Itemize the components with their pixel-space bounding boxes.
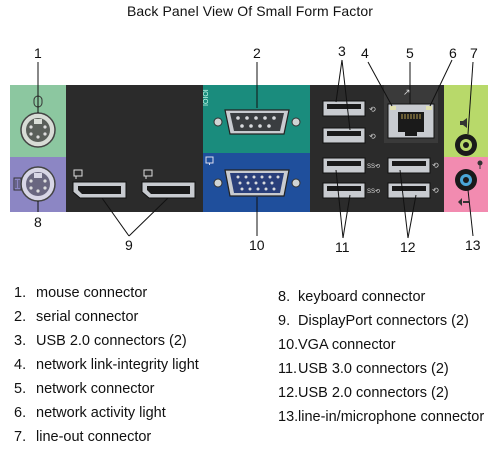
network-link-integrity-light	[390, 106, 396, 110]
legend-number: 3.	[14, 333, 27, 349]
legend-item: 3. USB 2.0 connectors (2)	[14, 331, 199, 355]
line-in-connector	[455, 169, 477, 191]
legend-item: 9. DisplayPort connectors (2)	[278, 311, 484, 335]
usb2-icon-upper-1: ⟲	[369, 105, 376, 114]
legend-number: 10.	[278, 337, 299, 353]
legend-text: line-in/microphone connector	[298, 409, 485, 425]
page-title: Back Panel View Of Small Form Factor	[126, 3, 374, 19]
back-panel-diagram: IOIOI ⟲ ⟲	[10, 43, 488, 255]
legend-item: 8. keyboard connector	[278, 287, 484, 311]
legend-item: 13.line-in/microphone connector	[278, 407, 484, 431]
leader-4	[367, 61, 393, 107]
leader-9a	[101, 197, 130, 237]
legend-item: 7. line-out connector	[14, 427, 199, 451]
keyboard-icon	[13, 177, 22, 191]
legend-number: 13.	[278, 409, 299, 425]
leader-11b	[342, 194, 351, 239]
legend-text: DisplayPort connectors (2)	[298, 313, 469, 329]
usb3-icon-1: SS⟲	[367, 164, 380, 170]
legend-number: 8.	[278, 289, 291, 305]
callout-12: 12	[400, 239, 416, 255]
legend-item: 4. network link-integrity light	[14, 355, 199, 379]
legend-number: 12.	[278, 385, 299, 401]
leader-3b	[341, 59, 351, 131]
legend-text: line-out connector	[36, 429, 152, 445]
legend-text: network link-integrity light	[36, 357, 199, 373]
callout-4: 4	[361, 45, 369, 61]
displayport-connector-2	[141, 181, 196, 199]
vga-connector	[213, 169, 301, 197]
legend-number: 4.	[14, 357, 27, 373]
legend-left: 1. mouse connector 2. serial connector 3. U…	[14, 283, 199, 451]
legend-item: 1. mouse connector	[14, 283, 199, 307]
ps2-keyboard-port	[20, 166, 56, 202]
displayport-icon-1	[73, 169, 83, 179]
ps2-mouse-port	[20, 112, 56, 148]
callout-8: 8	[34, 214, 42, 230]
legend-text: keyboard connector	[298, 289, 426, 305]
legend-number: 11.	[278, 361, 298, 377]
usb3-icon-2: SS⟲	[367, 189, 380, 195]
leader-9b	[128, 197, 169, 237]
legend-item: 10.VGA connector	[278, 335, 484, 359]
microphone-icon	[477, 160, 483, 169]
callout-9: 9	[125, 237, 133, 253]
legend-text: USB 2.0 connectors (2)	[298, 385, 449, 401]
legend-number: 9.	[278, 313, 291, 329]
serial-connector	[213, 109, 301, 135]
leader-7	[467, 61, 474, 135]
usb2-lower-port-2	[387, 182, 431, 199]
line-out-connector	[455, 134, 477, 156]
legend-text: VGA connector	[298, 337, 396, 353]
legend-item: 6. network activity light	[14, 403, 199, 427]
displayport-icon-2	[143, 169, 153, 179]
callout-11: 11	[335, 239, 350, 255]
usb3-port-2	[322, 182, 366, 199]
legend-text: USB 2.0 connectors (2)	[36, 333, 187, 349]
network-activity-light	[426, 106, 432, 110]
leader-6	[429, 59, 453, 107]
legend-text: network activity light	[36, 405, 166, 421]
legend-number: 7.	[14, 429, 27, 445]
usb2-lower-port-1	[387, 157, 431, 174]
leader-3a	[335, 59, 343, 103]
callout-3: 3	[338, 43, 346, 59]
usb3-port-1	[322, 157, 366, 174]
callout-13: 13	[465, 237, 481, 253]
leader-11a	[335, 169, 344, 239]
legend-text: USB 3.0 connectors (2)	[298, 361, 449, 377]
usb2-icon-lower-1: ⟲	[432, 161, 439, 170]
callout-2: 2	[253, 45, 261, 61]
callout-6: 6	[449, 45, 457, 61]
legend-item: 11.USB 3.0 connectors (2)	[278, 359, 484, 383]
usb2-upper-port-2	[322, 127, 366, 144]
leader-13	[467, 189, 474, 237]
legend-number: 6.	[14, 405, 27, 421]
usb2-icon-lower-2: ⟲	[432, 186, 439, 195]
usb2-upper-port-1	[322, 100, 366, 117]
legend-text: mouse connector	[36, 285, 148, 301]
callout-10: 10	[249, 237, 265, 253]
leader-12a	[399, 169, 409, 239]
legend-right: 8. keyboard connector 9. DisplayPort conne…	[278, 287, 484, 431]
legend-number: 1.	[14, 285, 27, 301]
network-icon: ↗	[403, 87, 411, 97]
legend-number: 2.	[14, 309, 27, 325]
vga-icon	[205, 156, 214, 165]
legend-item: 12.USB 2.0 connectors (2)	[278, 383, 484, 407]
legend-number: 5.	[14, 381, 27, 397]
callout-5: 5	[406, 45, 414, 61]
leader-12b	[407, 194, 417, 239]
legend-text: serial connector	[36, 309, 139, 325]
legend-item: 5. network connector	[14, 379, 199, 403]
speaker-icon	[460, 118, 467, 128]
line-in-arrow-icon	[458, 198, 469, 206]
legend-text: network connector	[36, 381, 155, 397]
legend-item: 2. serial connector	[14, 307, 199, 331]
usb2-icon-upper-2: ⟲	[369, 132, 376, 141]
displayport-connector-1	[72, 181, 127, 199]
callout-7: 7	[470, 45, 478, 61]
serial-icon-label: IOIOI	[203, 89, 210, 106]
callout-1: 1	[34, 45, 42, 61]
